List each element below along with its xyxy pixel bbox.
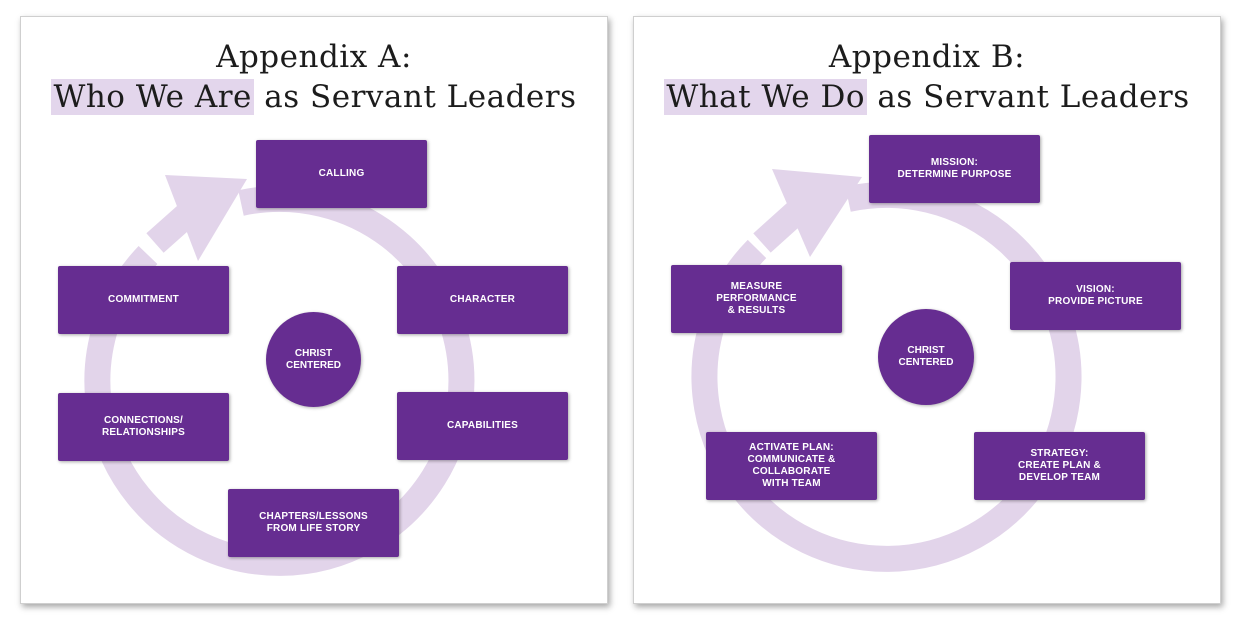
title-rest: as Servant Leaders [867,79,1190,115]
title-rest: as Servant Leaders [253,79,577,115]
cycle-arrow-shaft [753,197,811,253]
center-circle: CHRIST CENTERED [266,312,361,407]
box-connections: CONNECTIONS/ RELATIONSHIPS [58,393,229,461]
cycle-ring [691,169,1082,572]
box-activate-plan: ACTIVATE PLAN: COMMUNICATE & COLLABORATE… [706,432,877,500]
appendix-a-title: Appendix A: Who We Are as Servant Leader… [21,37,607,117]
cycle-arrow-head [165,175,247,261]
cycle-arrow-head [772,169,862,257]
appendix-a-panel: Appendix A: Who We Are as Servant Leader… [20,16,608,604]
title-line-2: What We Do as Servant Leaders [634,77,1220,117]
title-highlight: What We Do [664,79,868,115]
title-highlight: Who We Are [51,79,254,115]
box-calling: CALLING [256,140,427,208]
appendix-b-panel: Appendix B: What We Do as Servant Leader… [633,16,1221,604]
box-chapters: CHAPTERS/LESSONS FROM LIFE STORY [228,489,399,557]
title-line-1: Appendix A: [216,39,412,75]
cycle-arrow-shaft [146,201,200,253]
box-commitment: COMMITMENT [58,266,229,334]
title-line-2: Who We Are as Servant Leaders [21,77,607,117]
title-line-1: Appendix B: [828,39,1026,75]
appendix-b-title: Appendix B: What We Do as Servant Leader… [634,37,1220,117]
box-vision: VISION: PROVIDE PICTURE [1010,262,1181,330]
box-character: CHARACTER [397,266,568,334]
box-mission: MISSION: DETERMINE PURPOSE [869,135,1040,203]
box-strategy: STRATEGY: CREATE PLAN & DEVELOP TEAM [974,432,1145,500]
box-measure: MEASURE PERFORMANCE & RESULTS [671,265,842,333]
box-capabilities: CAPABILITIES [397,392,568,460]
cycle-ring-arc [691,181,1082,572]
center-circle: CHRIST CENTERED [878,309,974,405]
